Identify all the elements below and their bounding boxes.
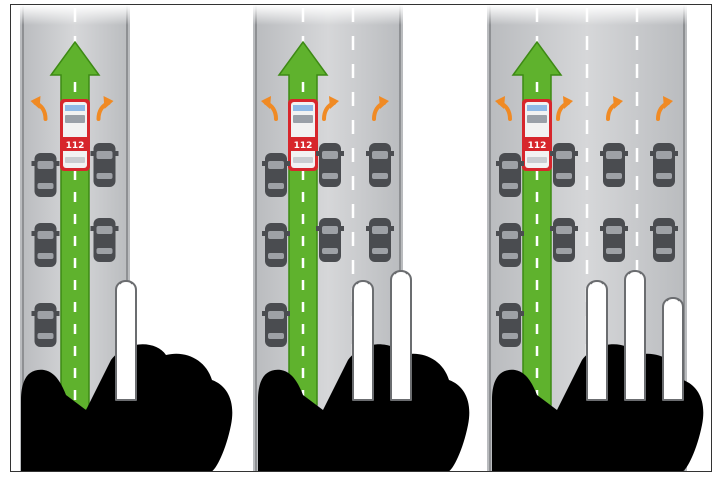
figure-border (10, 4, 712, 472)
